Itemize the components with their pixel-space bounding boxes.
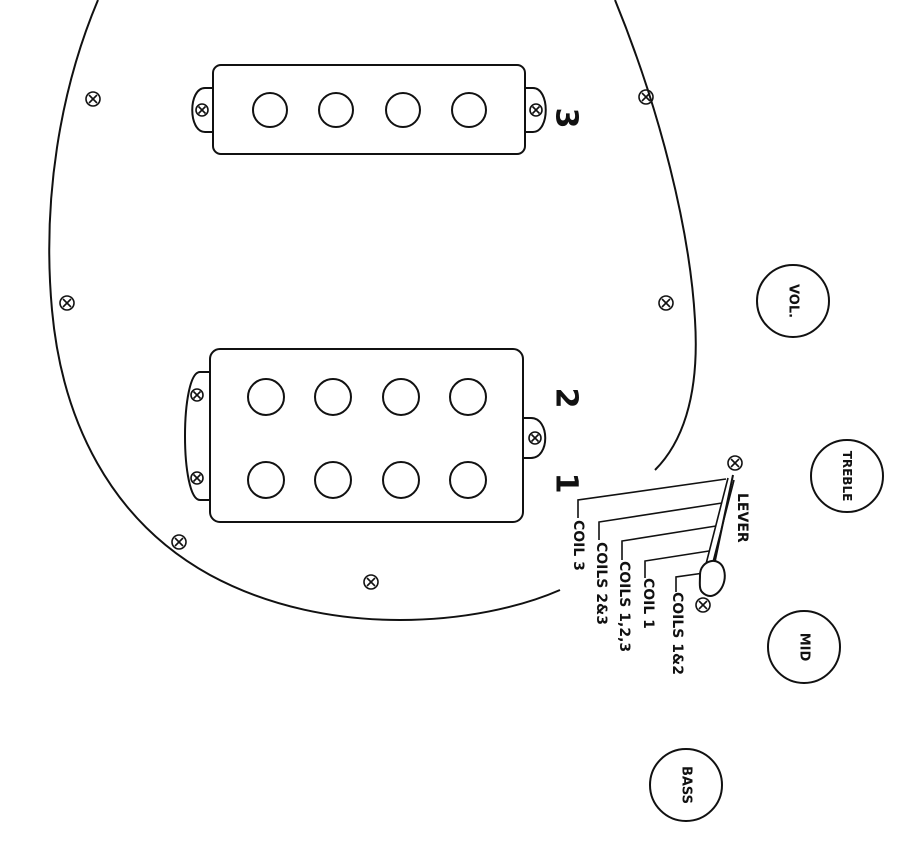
leader-coil-3 [577,478,727,518]
mount-screw-icon [529,103,543,117]
pickguard-outline [48,0,561,621]
pickguard-right-edge [614,0,697,471]
screw-icon [85,91,101,107]
switch-position-label: COIL 1 [640,578,656,629]
switch-position-label: COILS 2&3 [593,542,609,625]
pole-piece [382,378,420,416]
pole-piece [382,461,420,499]
pickup-3-mount-right [525,87,547,133]
pole-piece [385,92,421,128]
pickup-1-2-mount-right [523,417,547,459]
screw-icon [658,295,674,311]
pole-piece [247,461,285,499]
knob-label-treble: TREBLE [840,451,854,502]
pole-piece [314,378,352,416]
pole-piece [318,92,354,128]
leader-coils-1-2-3 [621,525,717,560]
mount-screw-icon [528,431,542,445]
knob-label-mid: MID [797,633,812,662]
pole-piece [451,92,487,128]
screw-icon [638,89,654,105]
pickup-1-2-cover [209,348,524,523]
leader-coils-1-2 [675,572,705,592]
pickup-3-mount-left [191,87,213,133]
screw-icon [363,574,379,590]
mount-screw-icon [195,103,209,117]
knob-label-bass: BASS [679,766,694,804]
pickup-number-1: 1 [549,473,584,494]
knob-mid[interactable]: MID [767,610,841,684]
leader-coils-2-3 [598,502,723,540]
pickup-1-2-mount-left [184,371,210,501]
switch-screw-icon [695,597,711,613]
pickup-number-3: 3 [549,108,584,129]
screw-icon [59,295,75,311]
pole-piece [314,461,352,499]
knob-treble[interactable]: TREBLE [810,439,884,513]
pickup-1-2 [184,348,547,523]
screw-icon [171,534,187,550]
mount-screw-icon [190,388,204,402]
pole-piece [449,378,487,416]
lever-switch[interactable] [698,474,734,597]
switch-position-label: COILS 1,2,3 [616,561,632,652]
pole-piece [252,92,288,128]
knob-vol[interactable]: VOL. [756,264,830,338]
switch-position-label: COILS 1&2 [669,592,685,675]
switch-position-label: COIL 3 [570,520,586,571]
pole-piece [449,461,487,499]
leader-coil-1 [644,550,710,578]
pickup-3 [191,64,547,155]
mount-screw-icon [190,471,204,485]
knob-bass[interactable]: BASS [649,748,723,822]
knob-label-vol: VOL. [786,284,801,318]
lever-label: LEVER [734,493,750,543]
pickup-number-2: 2 [549,388,584,409]
pole-piece [247,378,285,416]
pickup-3-cover [212,64,526,155]
switch-screw-icon [727,455,743,471]
